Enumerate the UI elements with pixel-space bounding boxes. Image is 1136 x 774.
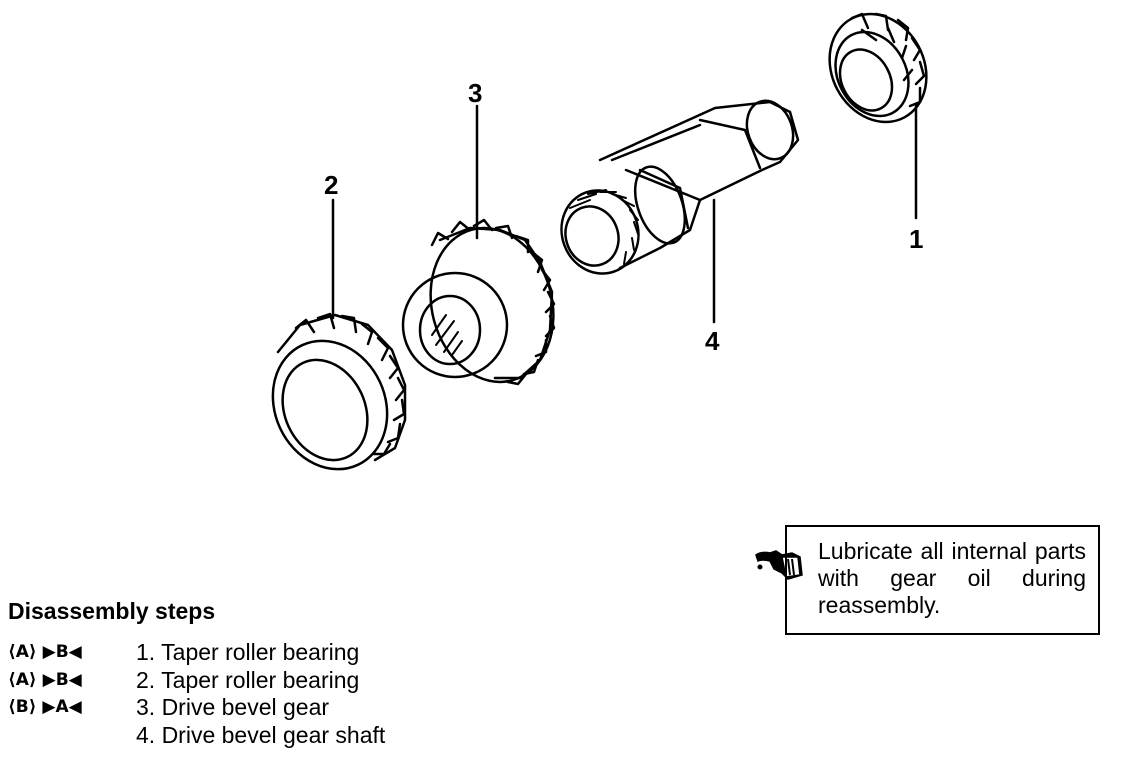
taper-roller-bearing-2: [271, 312, 407, 471]
callout-2: 2: [324, 170, 339, 200]
disassembly-steps-title: Disassembly steps: [8, 598, 216, 624]
drive-bevel-gear-shaft: [560, 99, 800, 275]
taper-roller-bearing-1: [828, 12, 928, 124]
drive-bevel-gear: [401, 218, 556, 386]
callout-4: 4: [705, 326, 720, 356]
step-label: 3. Drive bevel gear: [136, 694, 330, 720]
step-service-codes: ⟨B⟩ ▶A◀: [8, 697, 82, 717]
step-service-codes: ⟨A⟩ ▶B◀: [8, 642, 82, 662]
step-label: 4. Drive bevel gear shaft: [136, 722, 386, 748]
exploded-parts-diagram: [271, 12, 928, 471]
step-label: 2. Taper roller bearing: [136, 667, 360, 693]
step-service-codes: ⟨A⟩ ▶B◀: [8, 670, 82, 690]
lubrication-note-text: Lubricate all internal parts with gear o…: [818, 538, 1086, 618]
callout-1: 1: [909, 224, 924, 254]
step-label: 1. Taper roller bearing: [136, 639, 360, 665]
lubrication-note-box: [785, 525, 1100, 635]
callout-3: 3: [468, 78, 483, 108]
